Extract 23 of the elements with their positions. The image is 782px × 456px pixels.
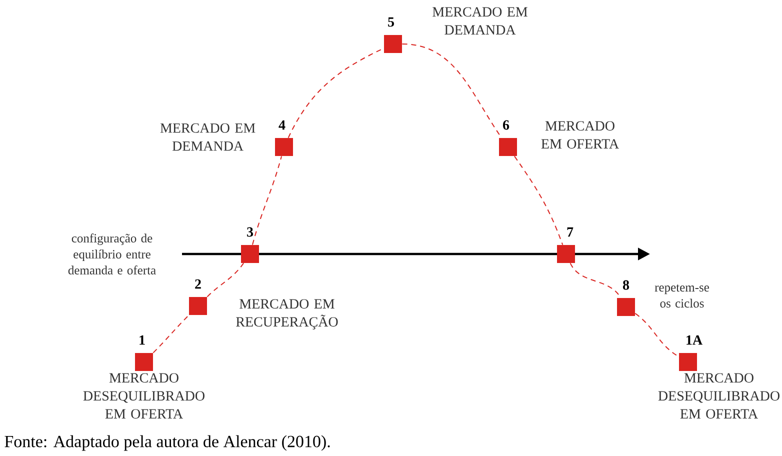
step-number: 3 [247, 227, 254, 237]
dashed-curve [252, 156, 282, 246]
state-label: MERCADO EM RECUPERAÇÃO [236, 299, 338, 330]
step-number: 1 [140, 335, 145, 345]
step-number: 1A [686, 335, 702, 345]
note-text: configuração de equilíbrio entre demanda e oferta [68, 234, 156, 274]
dashed-curve [514, 156, 564, 246]
step-number: 6 [503, 120, 510, 130]
dashed-curve [634, 312, 680, 358]
step-number: 5 [388, 17, 394, 27]
state-label: MERCADO DESEQUILIBRADO EM OFERTA [658, 373, 780, 419]
state-label: MERCADO EM DEMANDA [160, 123, 256, 151]
caption: Fonte: Adaptado pela autora de Alencar (2010). [4, 435, 330, 451]
step-number: 2 [195, 279, 201, 289]
state-label: MERCADO DESEQUILIBRADO EM OFERTA [83, 373, 204, 419]
state-label: MERCADO EM DEMANDA [432, 7, 528, 34]
note-text: repetem-se os ciclos [654, 284, 709, 308]
dashed-curve [206, 262, 244, 298]
step-number: 4 [278, 120, 286, 130]
step-number: 8 [622, 280, 630, 290]
state-label: MERCADO EM OFERTA [541, 121, 619, 149]
dashed-curve [152, 314, 190, 354]
step-number: 7 [567, 227, 574, 237]
